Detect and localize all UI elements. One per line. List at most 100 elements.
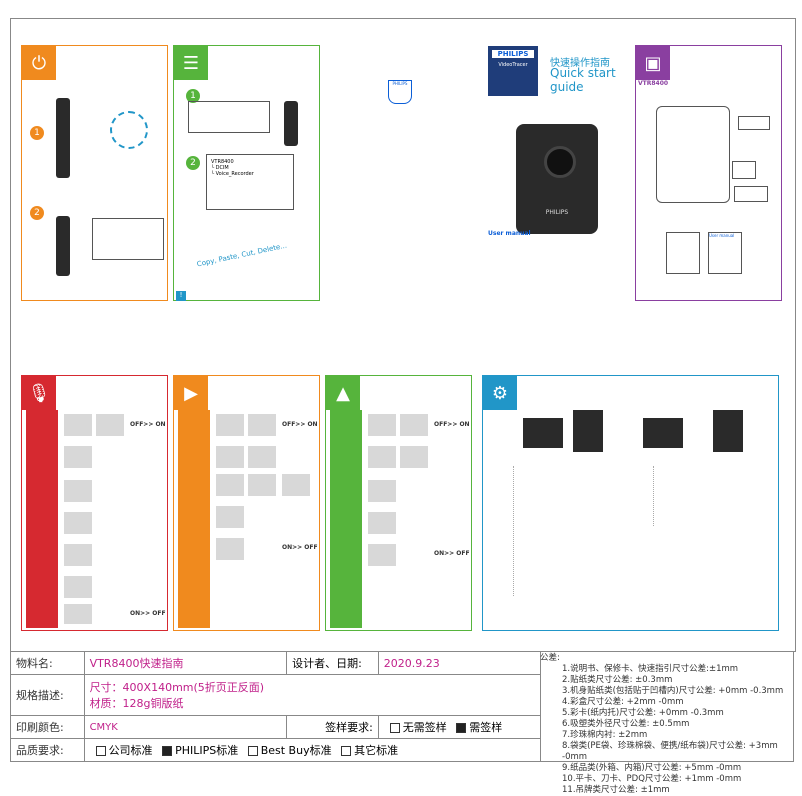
quality-philips-label: PHILIPS标准 bbox=[175, 744, 239, 757]
screen-3 bbox=[64, 446, 92, 468]
screen-1 bbox=[368, 414, 396, 436]
spec-label: 规格描述: bbox=[10, 674, 85, 716]
quality-label: 品质要求: bbox=[10, 738, 85, 762]
user-manual-booklet: User manual bbox=[708, 232, 742, 274]
product-name: VideoTracer bbox=[498, 62, 528, 68]
notes-cell bbox=[540, 651, 794, 762]
screen-1 bbox=[64, 414, 92, 436]
screen-1 bbox=[216, 414, 244, 436]
file-voice: └ Voice_Recorder bbox=[211, 171, 254, 177]
note-item: 6.吸塑类外径尺寸公差: ±0.5mm bbox=[562, 719, 690, 729]
booklet-label: User manual bbox=[709, 233, 735, 238]
spec-value: 尺寸：400X140mm(5折页正反面) 材质：128g铜版纸 bbox=[83, 674, 542, 716]
quality-other-checkbox bbox=[341, 746, 352, 756]
camera-lens bbox=[544, 146, 576, 178]
laptop-image bbox=[188, 101, 270, 133]
settings-screen-4 bbox=[713, 410, 743, 452]
note-item: 11.吊牌类尺寸公差: ±1mm bbox=[562, 785, 670, 795]
panel-voice: 🎙 OFF>> ON ON>> OFF bbox=[21, 375, 168, 631]
settings-list-right bbox=[653, 466, 764, 526]
voice-on-label: OFF>> ON bbox=[130, 421, 166, 428]
screen-7 bbox=[368, 544, 396, 566]
note-item: 1.说明书、保修卡、快速指引尺寸公差:±1mm bbox=[562, 664, 739, 674]
video-off-label: ON>> OFF bbox=[282, 544, 318, 551]
screen-3 bbox=[216, 446, 244, 468]
screen-4 bbox=[400, 446, 428, 468]
sign-options: 无需签样 需签样 bbox=[377, 715, 542, 739]
microphone-icon: 🎙 bbox=[22, 376, 56, 410]
step-1-badge: 1 bbox=[30, 126, 44, 140]
note-item: 10.平卡、刀卡、PDQ尺寸公差: +1mm -0mm bbox=[562, 774, 742, 784]
material-value: VTR8400快速指南 bbox=[83, 651, 288, 675]
video-on-label: OFF>> ON bbox=[282, 421, 318, 428]
brand-logo-text: PHILIPS bbox=[492, 50, 534, 58]
spec-table: 物料名: VTR8400快速指南 设计者、日期: 2020.9.23 规格描述:… bbox=[10, 651, 794, 762]
panel-connect: ☰ 1 2 VTR8400 └ DCIM └ Voice_Recorder Co… bbox=[173, 45, 320, 301]
size-text: 尺寸：400X140mm(5折页正反面) bbox=[89, 681, 265, 694]
sign-yes-checkbox bbox=[456, 723, 467, 733]
file-tree: VTR8400 └ DCIM └ Voice_Recorder bbox=[206, 154, 294, 210]
note-item: 2.贴纸类尺寸公差: ±0.3mm bbox=[562, 675, 673, 685]
panel-cover-back: PHILIPS bbox=[325, 45, 472, 301]
photo-off-label: ON>> OFF bbox=[434, 550, 470, 557]
screen-5 bbox=[216, 474, 244, 496]
camera-front-image: PHILIPS bbox=[516, 124, 598, 234]
laptop-image bbox=[92, 218, 164, 260]
screen-8 bbox=[64, 604, 92, 624]
screen-2 bbox=[400, 414, 428, 436]
camera-image bbox=[284, 101, 298, 146]
quality-bestbuy-label: Best Buy标准 bbox=[260, 744, 332, 757]
photo-on-label: OFF>> ON bbox=[434, 421, 470, 428]
screen-7 bbox=[64, 576, 92, 598]
file-root: VTR8400 bbox=[211, 159, 234, 165]
step-2-badge: 2 bbox=[186, 156, 200, 170]
title-chinese: 快速操作指南 bbox=[550, 58, 610, 69]
sign-no-checkbox bbox=[389, 723, 400, 733]
camera-outline bbox=[656, 106, 730, 203]
designer-label: 设计者、日期: bbox=[286, 651, 379, 675]
panel-cover: PHILIPS VideoTracer 快速操作指南 Quick start g… bbox=[477, 45, 630, 301]
screen-9 bbox=[216, 538, 244, 560]
screen-3 bbox=[368, 446, 396, 468]
quality-options: 公司标准 PHILIPS标准 Best Buy标准 其它标准 bbox=[83, 738, 542, 762]
screen-6 bbox=[64, 544, 92, 566]
video-camera-icon: ▶ bbox=[174, 376, 208, 410]
quality-bestbuy-checkbox bbox=[247, 746, 258, 756]
settings-screen-3 bbox=[643, 418, 683, 448]
paper-text: 材质：128g铜版纸 bbox=[89, 697, 184, 710]
step-2-badge: 2 bbox=[30, 206, 44, 220]
screen-4 bbox=[248, 446, 276, 468]
quality-company-checkbox bbox=[95, 746, 106, 756]
title-english: Quick start guide bbox=[550, 66, 616, 94]
product-label: PHILIPS VideoTracer bbox=[488, 46, 538, 96]
date-value: 2020.9.23 bbox=[377, 651, 542, 675]
material-label: 物料名: bbox=[10, 651, 85, 675]
power-icon: ⏻ bbox=[22, 46, 56, 80]
note-item: 3.机身贴纸类(包括贴于凹槽内)尺寸公差: +0mm -0.3mm bbox=[562, 686, 784, 696]
model-label: VTR8400 bbox=[638, 80, 669, 87]
settings-list-left bbox=[513, 466, 624, 596]
notes-list: 1.说明书、保修卡、快速指引尺寸公差:±1mm 2.贴纸类尺寸公差: ±0.3m… bbox=[540, 664, 794, 796]
sign-yes-label: 需签样 bbox=[469, 721, 503, 734]
camera-logo: PHILIPS bbox=[545, 209, 569, 216]
note-item: 9.纸品类(外箱、内箱)尺寸公差: +5mm -0mm bbox=[562, 763, 742, 773]
button-column bbox=[26, 410, 58, 628]
screen-7 bbox=[282, 474, 310, 496]
screen-5 bbox=[64, 512, 92, 534]
screen-2 bbox=[96, 414, 124, 436]
button-column bbox=[330, 410, 362, 628]
note-item: 7.珍珠棉内衬: ±2mm bbox=[562, 730, 648, 740]
quality-company-label: 公司标准 bbox=[108, 744, 153, 757]
settings-screen-1 bbox=[523, 418, 563, 448]
sign-no-label: 无需签样 bbox=[402, 721, 447, 734]
sign-label: 签样要求: bbox=[286, 715, 379, 739]
button-column bbox=[178, 410, 210, 628]
quality-other-label: 其它标准 bbox=[354, 744, 399, 757]
screen-5 bbox=[368, 480, 396, 502]
user-manual-heading: User manual bbox=[488, 230, 531, 237]
clip bbox=[734, 186, 768, 202]
copy-text: Copy, Paste, Cut, Delete... bbox=[196, 241, 288, 269]
photo-icon: ▲ bbox=[326, 376, 360, 410]
color-value: CMYK bbox=[83, 715, 288, 739]
voice-off-label: ON>> OFF bbox=[130, 610, 166, 617]
